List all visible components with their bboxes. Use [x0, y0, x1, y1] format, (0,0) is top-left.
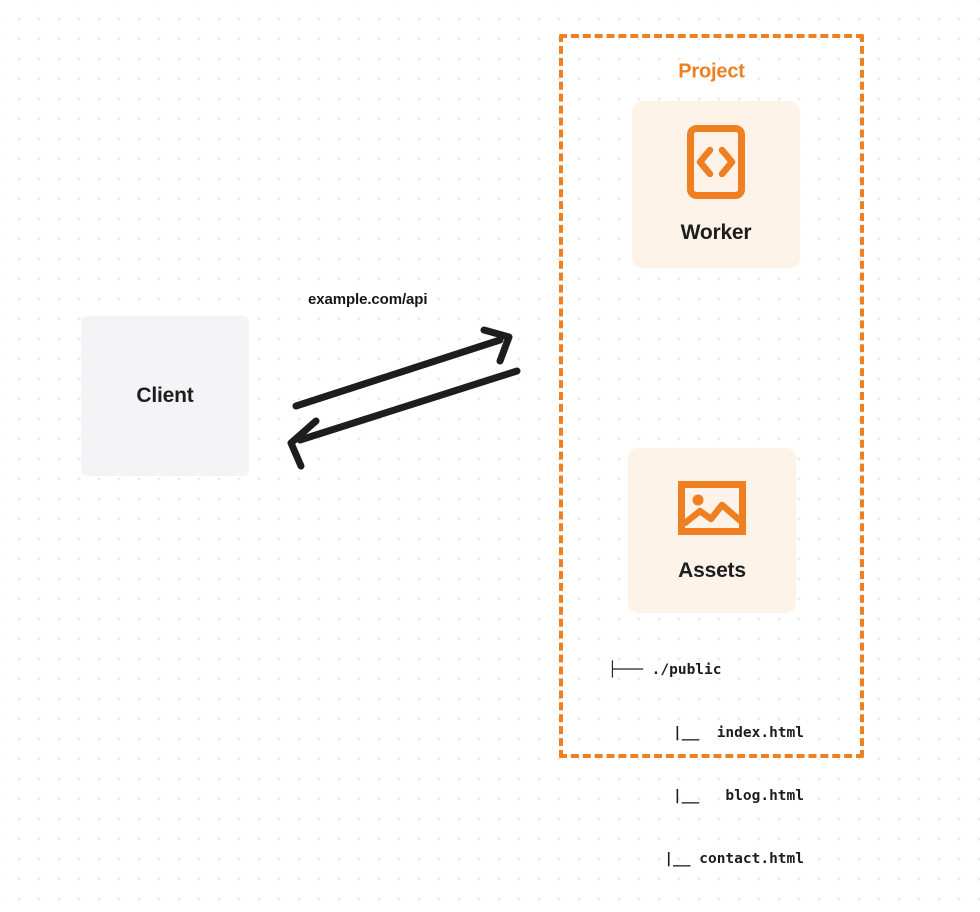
assets-card-label: Assets: [678, 559, 746, 582]
file-tree-row: |__ blog.html: [646, 788, 804, 804]
edge-label-url: example.com/api: [308, 291, 428, 308]
arrow-response-inbound: [287, 367, 521, 470]
project-container: Project: [559, 34, 864, 758]
client-node[interactable]: Client: [81, 316, 249, 476]
image-icon: [677, 478, 747, 543]
worker-card[interactable]: Worker: [632, 101, 800, 268]
code-brackets-icon: [686, 124, 746, 205]
worker-card-label: Worker: [680, 221, 752, 244]
diagram-canvas: Client example.com/api Project Worker: [81, 34, 864, 867]
arrow-request-outbound: [292, 326, 513, 410]
file-tree-row: |__ index.html: [646, 725, 804, 741]
file-tree-row: |__ contact.html: [638, 851, 804, 867]
file-tree-row: ├─── ./public: [608, 662, 722, 678]
assets-card[interactable]: Assets: [628, 448, 796, 613]
assets-file-tree: ├─── ./public |__ index.html |__ blog.ht…: [608, 618, 804, 912]
project-title: Project: [672, 60, 751, 84]
client-label: Client: [136, 384, 194, 407]
